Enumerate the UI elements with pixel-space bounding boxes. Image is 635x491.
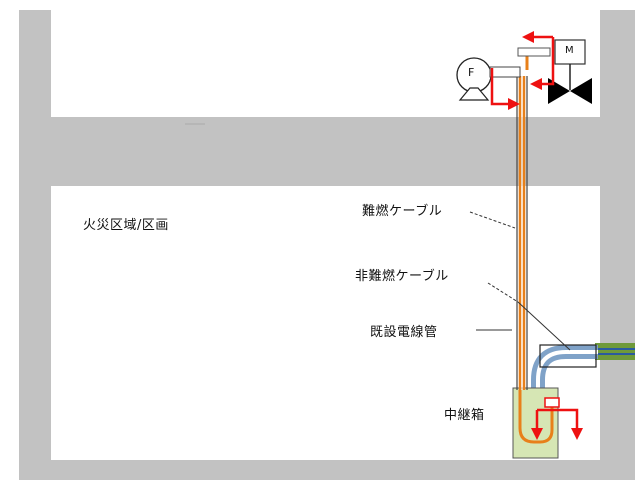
external-pipe <box>595 343 635 360</box>
top-bracket-left <box>490 68 510 106</box>
leader-lines <box>469 211 571 351</box>
arrow-down-left <box>531 428 543 440</box>
cable-end-box <box>544 397 560 408</box>
arrow-left-mid <box>530 78 542 90</box>
leader-flame-retardant <box>469 211 516 229</box>
green-pipe <box>595 343 635 360</box>
bottom-slab <box>19 460 635 480</box>
valve-right <box>570 78 592 104</box>
arrow-icon <box>490 31 555 110</box>
bottom-arrows <box>531 408 583 440</box>
leader-non-flame-2 <box>517 301 571 351</box>
existing-conduit <box>531 344 598 402</box>
fan-duct <box>489 66 521 78</box>
arrow-down-right <box>571 428 583 440</box>
relay-box-label: 中継箱 <box>444 408 485 423</box>
vertical-cable-run <box>500 47 551 390</box>
fan-base <box>458 87 490 101</box>
flame-retardant-cable-label: 難燃ケーブル <box>362 204 443 219</box>
bottom-bracket <box>537 408 579 430</box>
arrow-right-lower <box>508 98 520 110</box>
existing-conduit-label: 既設電線管 <box>370 325 438 340</box>
conduit-box <box>539 344 597 368</box>
left-wall <box>19 10 51 480</box>
non-flame-retardant-cable-label: 非難燃ケーブル <box>355 269 449 284</box>
fan-letter: F <box>468 66 475 79</box>
arrow-left-top <box>522 31 534 43</box>
top-bracket-right <box>540 37 555 86</box>
motor-letter: M <box>565 45 575 56</box>
motor-icon <box>554 39 586 90</box>
floor-slab <box>19 117 635 186</box>
relay-box <box>512 387 560 459</box>
fire-area-label: 火災区域/区画 <box>83 218 169 233</box>
top-junction <box>517 47 551 57</box>
conduit-core <box>536 350 598 402</box>
relay-cable-loop <box>518 390 554 444</box>
right-wall <box>600 10 635 480</box>
leader-non-flame <box>487 282 519 303</box>
